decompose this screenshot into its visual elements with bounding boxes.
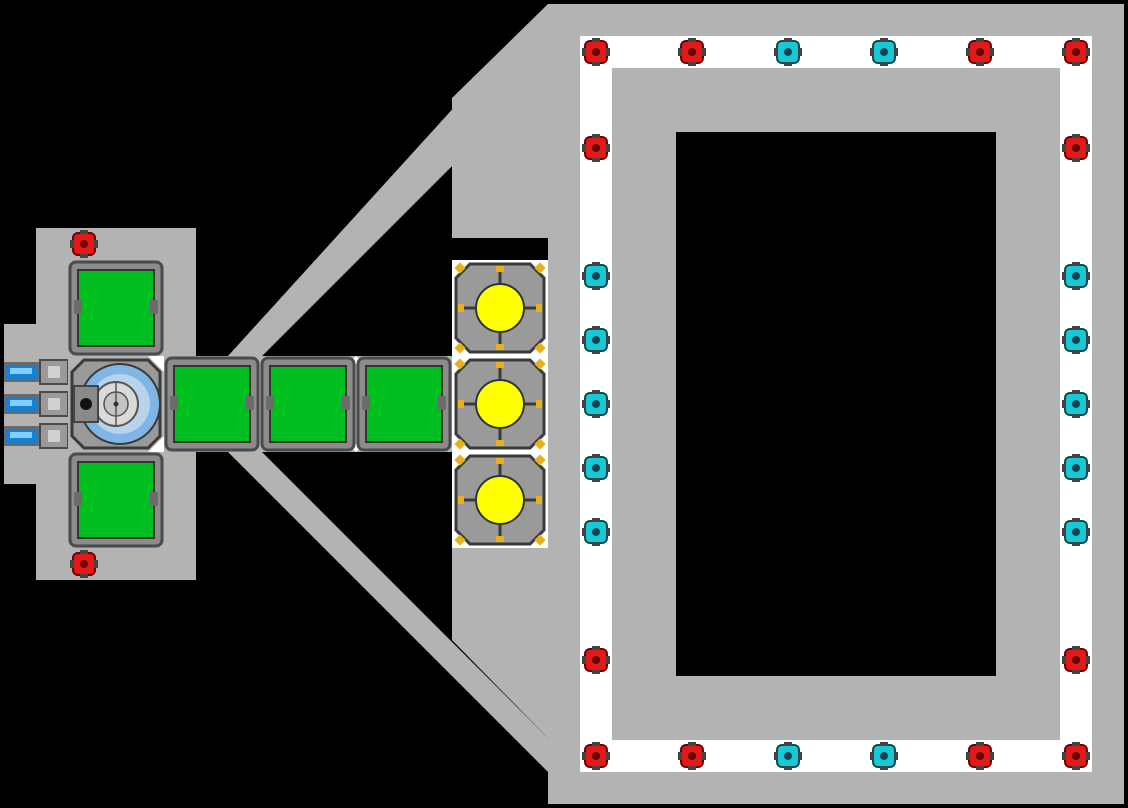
cyan-light-icon <box>582 390 610 418</box>
thruster-icon <box>4 391 68 417</box>
cyan-light-icon <box>774 742 802 770</box>
cyan-light-icon <box>582 454 610 482</box>
cargo-pod-top[interactable] <box>68 260 164 356</box>
red-hangar-light[interactable] <box>1062 742 1090 770</box>
thruster-3[interactable] <box>4 420 68 452</box>
reactor-1[interactable] <box>452 260 548 356</box>
reactor-spine-lower <box>452 548 548 640</box>
cyan-hangar-light[interactable] <box>1062 326 1090 354</box>
red-light-icon <box>1062 742 1090 770</box>
cargo-pod-row-2[interactable] <box>260 356 356 452</box>
cyan-light-icon <box>1062 518 1090 546</box>
cargo-pod-icon <box>68 260 164 356</box>
reactor-3[interactable] <box>452 452 548 548</box>
red-hangar-light[interactable] <box>582 134 610 162</box>
cyan-light-icon <box>870 742 898 770</box>
red-hangar-light[interactable] <box>1062 646 1090 674</box>
thruster-icon <box>4 359 68 385</box>
cargo-pod-icon <box>356 356 452 452</box>
thruster-1[interactable] <box>4 356 68 388</box>
red-light-icon <box>1062 134 1090 162</box>
red-light-icon <box>582 742 610 770</box>
joint-accent-2 <box>148 436 164 452</box>
red-hangar-light[interactable] <box>678 38 706 66</box>
red-light-icon <box>70 230 98 258</box>
red-light-icon <box>678 742 706 770</box>
cargo-pod-row-1[interactable] <box>164 356 260 452</box>
cyan-light-icon <box>582 326 610 354</box>
cyan-hangar-light[interactable] <box>582 262 610 290</box>
cyan-light-icon <box>1062 454 1090 482</box>
red-hangar-light[interactable] <box>678 742 706 770</box>
red-hangar-light[interactable] <box>582 742 610 770</box>
cyan-light-icon <box>1062 262 1090 290</box>
reactor-2[interactable] <box>452 356 548 452</box>
red-light-icon <box>70 550 98 578</box>
spine-bevel-top <box>452 4 548 98</box>
cargo-pod-icon <box>260 356 356 452</box>
cockpit-core[interactable] <box>68 356 164 452</box>
red-hangar-light[interactable] <box>1062 134 1090 162</box>
joint-accent-1 <box>148 356 164 372</box>
red-light-icon <box>966 742 994 770</box>
cyan-light-icon <box>1062 390 1090 418</box>
hangar-bay-opening <box>676 132 996 676</box>
cyan-hangar-light[interactable] <box>1062 390 1090 418</box>
red-hangar-light[interactable] <box>582 38 610 66</box>
red-light-left-top[interactable] <box>70 230 98 258</box>
cyan-hangar-light[interactable] <box>870 742 898 770</box>
red-hangar-light[interactable] <box>966 38 994 66</box>
cyan-light-icon <box>1062 326 1090 354</box>
cyan-light-icon <box>870 38 898 66</box>
red-light-icon <box>582 38 610 66</box>
red-light-left-bottom[interactable] <box>70 550 98 578</box>
cargo-pod-bottom[interactable] <box>68 452 164 548</box>
thruster-icon <box>4 423 68 449</box>
red-light-icon <box>678 38 706 66</box>
lower-diagonal-strut <box>228 452 548 772</box>
cargo-pod-icon <box>68 452 164 548</box>
cyan-light-icon <box>582 262 610 290</box>
cyan-hangar-light[interactable] <box>870 38 898 66</box>
cyan-hangar-light[interactable] <box>1062 518 1090 546</box>
cyan-hangar-light[interactable] <box>582 454 610 482</box>
cargo-pod-row-3[interactable] <box>356 356 452 452</box>
reactor-icon <box>452 452 548 548</box>
cargo-pod-icon <box>164 356 260 452</box>
red-light-icon <box>1062 646 1090 674</box>
red-hangar-light[interactable] <box>966 742 994 770</box>
cyan-hangar-light[interactable] <box>582 326 610 354</box>
spine-bevel-bottom <box>452 640 548 738</box>
reactor-spine <box>452 98 548 238</box>
cyan-hangar-light[interactable] <box>774 742 802 770</box>
red-light-icon <box>1062 38 1090 66</box>
red-hangar-light[interactable] <box>1062 38 1090 66</box>
red-light-icon <box>966 38 994 66</box>
red-light-icon <box>582 646 610 674</box>
red-light-icon <box>582 134 610 162</box>
cyan-hangar-light[interactable] <box>582 390 610 418</box>
cyan-hangar-light[interactable] <box>1062 262 1090 290</box>
cyan-hangar-light[interactable] <box>1062 454 1090 482</box>
cyan-hangar-light[interactable] <box>774 38 802 66</box>
reactor-icon <box>452 356 548 452</box>
cyan-hangar-light[interactable] <box>582 518 610 546</box>
cockpit-core-icon <box>70 358 162 450</box>
cyan-light-icon <box>582 518 610 546</box>
reactor-icon <box>452 260 548 356</box>
cyan-light-icon <box>774 38 802 66</box>
thruster-2[interactable] <box>4 388 68 420</box>
red-hangar-light[interactable] <box>582 646 610 674</box>
